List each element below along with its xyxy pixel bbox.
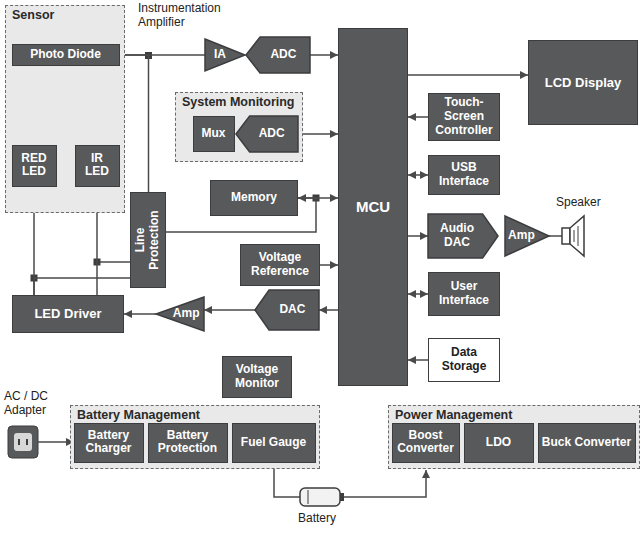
block-label: IA (207, 48, 233, 62)
block-label: Battery Charger (78, 429, 140, 457)
wire (97, 261, 130, 263)
block-label: Touch-Screen Controller (432, 96, 496, 137)
block-label: Boost Converter (396, 429, 456, 457)
block-label: RED LED (16, 152, 53, 180)
block-label: LED Driver (16, 307, 120, 322)
battery-icon (340, 493, 344, 501)
wire (549, 235, 562, 237)
signal-block: DAC (255, 290, 319, 330)
block-label: Battery Protection (152, 429, 224, 457)
block-box: USB Interface (428, 155, 500, 195)
block-box: Battery Protection (148, 423, 228, 463)
part-label: AC / DC Adapter (4, 390, 68, 418)
block-box: MCU (338, 28, 408, 386)
block-box: User Interface (428, 272, 500, 316)
group-heading: Sensor (12, 8, 54, 22)
block-label: Fuel Gauge (236, 436, 312, 450)
block-box: LED Driver (12, 295, 124, 333)
block-box: Touch-Screen Controller (428, 93, 500, 141)
block-box: Mux (193, 116, 235, 152)
block-label: ADC (248, 127, 296, 141)
signal-line (408, 359, 428, 361)
block-box: Voltage Reference (240, 244, 320, 286)
block-box: Fuel Gauge (232, 423, 316, 463)
block-label: Audio DAC (430, 222, 484, 250)
block-box: Buck Converter (538, 423, 636, 463)
speaker-icon (570, 216, 584, 256)
block-box: Voltage Monitor (222, 356, 292, 398)
adapter-icon (8, 426, 38, 458)
block-box: Battery Charger (74, 423, 144, 463)
signal-line (408, 116, 428, 118)
block-box: Boost Converter (392, 423, 460, 463)
block-label: Memory (214, 191, 294, 205)
wire (344, 470, 426, 497)
block-label: Buck Converter (542, 436, 632, 450)
signal-line (408, 293, 428, 295)
part-label: Instrumentation Amplifier (138, 2, 248, 30)
signal-block: IA (205, 39, 245, 71)
block-label: Amp (507, 229, 536, 243)
group-panel: SensorPhoto DiodeRED LED IR LED (5, 5, 125, 213)
block-box: Photo Diode (12, 44, 120, 66)
block-label: Mux (197, 127, 231, 141)
adapter-icon (14, 433, 32, 451)
block-label: MCU (342, 198, 404, 215)
signal-block: Amp (156, 297, 204, 331)
block-box: Data Storage (428, 338, 500, 382)
signal-line (34, 278, 130, 295)
signal-block: ADC (236, 116, 298, 152)
group-panel: Power ManagementBoost Converter LDO Buck C… (388, 405, 640, 469)
speaker-icon (574, 226, 578, 246)
block-label: Line Protection (134, 197, 162, 283)
block-label: USB Interface (432, 161, 496, 189)
signal-line (124, 313, 156, 315)
signal-line (408, 74, 528, 76)
signal-line (319, 309, 338, 311)
group-heading: Battery Management (77, 408, 200, 422)
group-panel: Battery ManagementBattery Charger Battery… (70, 405, 320, 469)
battery-icon (308, 490, 309, 504)
block-label: IR LED (79, 152, 116, 180)
block-label: LDO (468, 436, 530, 450)
signal-line (204, 309, 255, 311)
adapter-icon (19, 439, 27, 445)
group-heading: Power Management (395, 408, 512, 422)
block-label: Photo Diode (16, 48, 116, 62)
speaker-icon (562, 228, 570, 244)
block-box: RED LED (12, 145, 57, 187)
block-label: Voltage Reference (244, 251, 316, 279)
block-label: DAC (268, 303, 317, 317)
block-box: IR LED (75, 145, 120, 187)
block-label: Amp (170, 307, 202, 321)
signal-line (320, 264, 338, 266)
battery-icon (300, 488, 340, 506)
group-panel: System MonitoringMux ADC (175, 92, 303, 162)
block-label: User Interface (432, 280, 496, 308)
signal-block: Audio DAC (428, 214, 498, 258)
block-label: LCD Display (532, 75, 634, 90)
signal-line (408, 235, 428, 237)
block-label: ADC (259, 48, 308, 62)
signal-block: Amp (505, 216, 549, 256)
signal-block: ADC (246, 37, 310, 73)
block-label: Voltage Monitor (226, 363, 288, 391)
group-heading: System Monitoring (182, 95, 295, 109)
signal-line (408, 174, 428, 176)
block-box: LDO (464, 423, 534, 463)
signal-line (298, 133, 339, 135)
block-label: Data Storage (432, 346, 496, 374)
part-label: Speaker (556, 196, 626, 210)
wire (38, 441, 74, 443)
block-box: LCD Display (528, 40, 638, 125)
block-box: Memory (210, 180, 298, 216)
block-box: Line Protection (130, 192, 166, 288)
signal-line (310, 54, 338, 56)
part-label: Battery (298, 512, 378, 526)
